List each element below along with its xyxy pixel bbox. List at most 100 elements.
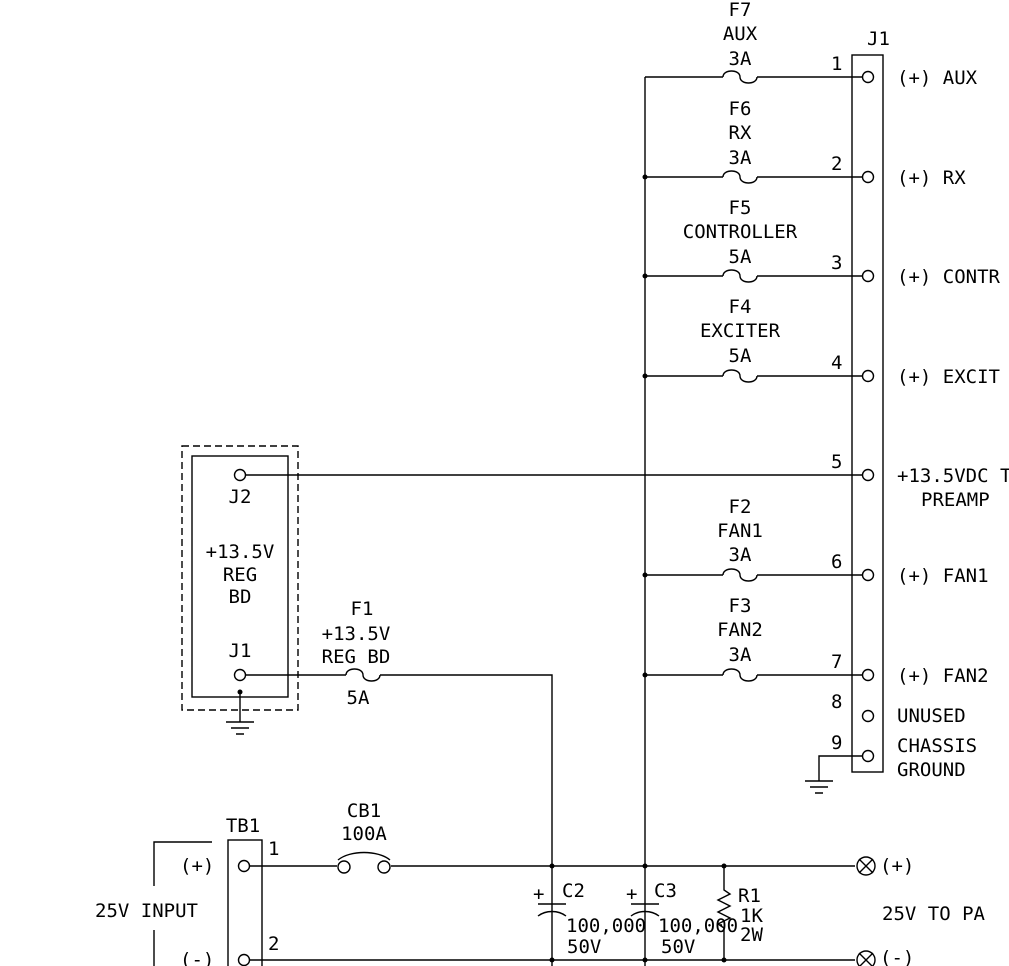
regbd-label-3: BD — [229, 586, 252, 608]
r1-value: 1K — [740, 905, 763, 927]
c3-polarity: + — [626, 883, 637, 905]
tb1-plus-label: (+) — [180, 855, 214, 877]
j1-pin-9 — [861, 749, 875, 763]
fuse-f2-symbol — [722, 568, 758, 582]
tb1-pin-1 — [237, 859, 251, 873]
fuse-f2-ref: F2 — [729, 496, 752, 518]
fuse-f3-rating: 3A — [729, 644, 752, 666]
j1-pin-7 — [861, 668, 875, 682]
fuse-f1-symbol — [345, 668, 381, 682]
regbd-j2-label: J2 — [229, 486, 252, 508]
regbd-j2-pin — [233, 468, 247, 482]
fuse-f3-symbol — [722, 668, 758, 682]
j1-connector-body — [851, 54, 884, 773]
fuse-f6-ref: F6 — [729, 98, 752, 120]
tb1-pin-2-number: 2 — [268, 933, 279, 955]
fuse-branch-controller: F5 CONTROLLER 5A — [642, 197, 863, 283]
fuse-f5-symbol — [722, 269, 758, 283]
output-label: 25V TO PA — [882, 903, 986, 925]
j1-pin-7-number: 7 — [831, 651, 842, 673]
fuse-f2-rating: 3A — [729, 544, 752, 566]
fuse-f3-name: FAN2 — [717, 619, 763, 641]
chassis-ground-symbol — [805, 755, 863, 794]
tb1-minus-label: (-) — [180, 949, 214, 966]
r1-power: 2W — [740, 924, 763, 946]
fuse-branch-fan1: F2 FAN1 3A — [642, 496, 863, 582]
j1-pin-3-number: 3 — [831, 252, 842, 274]
fuse-f1-ref: F1 — [351, 598, 374, 620]
fuse-f4-ref: F4 — [729, 296, 752, 318]
j1-pin-3-label: (+) CONTR — [897, 266, 1001, 288]
output-minus-terminal — [856, 950, 876, 966]
j1-pins: 1 (+) AUX 2 (+) RX 3 (+) CONTR 4 (+) EXC… — [831, 53, 1009, 781]
input-bracket — [153, 841, 212, 966]
j1-pin-8-number: 8 — [831, 691, 842, 713]
fuse-f2-name: FAN1 — [717, 520, 763, 542]
j1-pin-5-label: +13.5VDC T — [897, 465, 1009, 487]
fuse-f6-name: RX — [729, 122, 752, 144]
fuse-f7-name: AUX — [723, 23, 758, 45]
c2-value: 100,000 — [566, 915, 646, 937]
c3-value: 100,000 — [658, 915, 738, 937]
output-plus-terminal — [856, 856, 876, 876]
j1-pin-5 — [861, 468, 875, 482]
j1-pin-9-label-2: GROUND — [897, 759, 966, 781]
fuse-branch-fan2: F3 FAN2 3A — [642, 595, 863, 682]
fuse-branch-rx: F6 RX 3A — [642, 98, 863, 184]
j1-pin-9-number: 9 — [831, 732, 842, 754]
output-terminals: (+) (-) 25V TO PA — [856, 855, 986, 966]
j1-pin-5-label-2: PREAMP — [921, 489, 990, 511]
negative-rail — [250, 957, 855, 963]
j1-ref: J1 — [867, 28, 890, 50]
regulator-board-shield — [181, 445, 299, 711]
tb1-body — [227, 839, 263, 966]
fuse-f1-rating: 5A — [347, 687, 370, 709]
fuse-f5-ref: F5 — [729, 197, 752, 219]
c3-ref: C3 — [654, 880, 677, 902]
tb1-pin-1-number: 1 — [268, 838, 279, 860]
fuse-f6-symbol — [722, 170, 758, 184]
fuse-f4-rating: 5A — [729, 345, 752, 367]
regbd-label-2: REG — [223, 564, 257, 586]
regbd-j1-label: J1 — [229, 640, 252, 662]
j1-pin-6 — [861, 568, 875, 582]
j1-pin-1-number: 1 — [831, 53, 842, 75]
output-plus-label: (+) — [880, 855, 914, 877]
fuse-f1-line2: REG BD — [322, 646, 391, 668]
tb1-terminal-block: TB1 1 2 (+) (-) 25V INPUT — [95, 815, 279, 966]
regbd-j1-pin — [233, 668, 247, 682]
c2-polarity: + — [533, 883, 544, 905]
cb1-contact-left — [337, 860, 351, 874]
j1-pin-9-label: CHASSIS — [897, 735, 977, 757]
c2-ref: C2 — [562, 880, 585, 902]
j1-pin-8-label: UNUSED — [897, 705, 966, 727]
fuse-f3-ref: F3 — [729, 595, 752, 617]
fuse-f7-ref: F7 — [729, 0, 752, 21]
j1-pin-1-label: (+) AUX — [897, 67, 978, 89]
j1-pin-4-number: 4 — [831, 352, 842, 374]
fuse-branch-exciter: F4 EXCITER 5A — [642, 296, 863, 383]
fuse-f7-rating: 3A — [729, 48, 752, 70]
output-minus-label: (-) — [880, 947, 914, 966]
fuse-branch-aux: F7 AUX 3A — [645, 0, 863, 84]
fuse-f5-rating: 5A — [729, 246, 752, 268]
tb1-ref: TB1 — [226, 815, 260, 837]
j1-pin-8 — [861, 709, 875, 723]
j1-pin-6-label: (+) FAN1 — [897, 565, 989, 587]
fuse-f1-branch: F1 +13.5V REG BD 5A — [246, 598, 553, 966]
resistor-r1: R1 1K 2W — [716, 866, 763, 960]
j1-pin-1 — [861, 70, 875, 84]
fuse-f4-name: EXCITER — [700, 320, 781, 342]
j1-pin-4 — [861, 369, 875, 383]
c2-voltage: 50V — [567, 936, 601, 958]
regulator-board: J2 +13.5V REG BD J1 — [181, 445, 299, 735]
j1-pin-3 — [861, 269, 875, 283]
j1-pin-4-label: (+) EXCIT — [897, 366, 1000, 388]
regbd-ground-symbol — [226, 721, 254, 735]
j1-pin-2 — [861, 170, 875, 184]
fuse-f1-line1: +13.5V — [322, 623, 391, 645]
j1-pin-6-number: 6 — [831, 551, 842, 573]
j1-pin-2-label: (+) RX — [897, 167, 966, 189]
j1-pin-5-number: 5 — [831, 451, 842, 473]
